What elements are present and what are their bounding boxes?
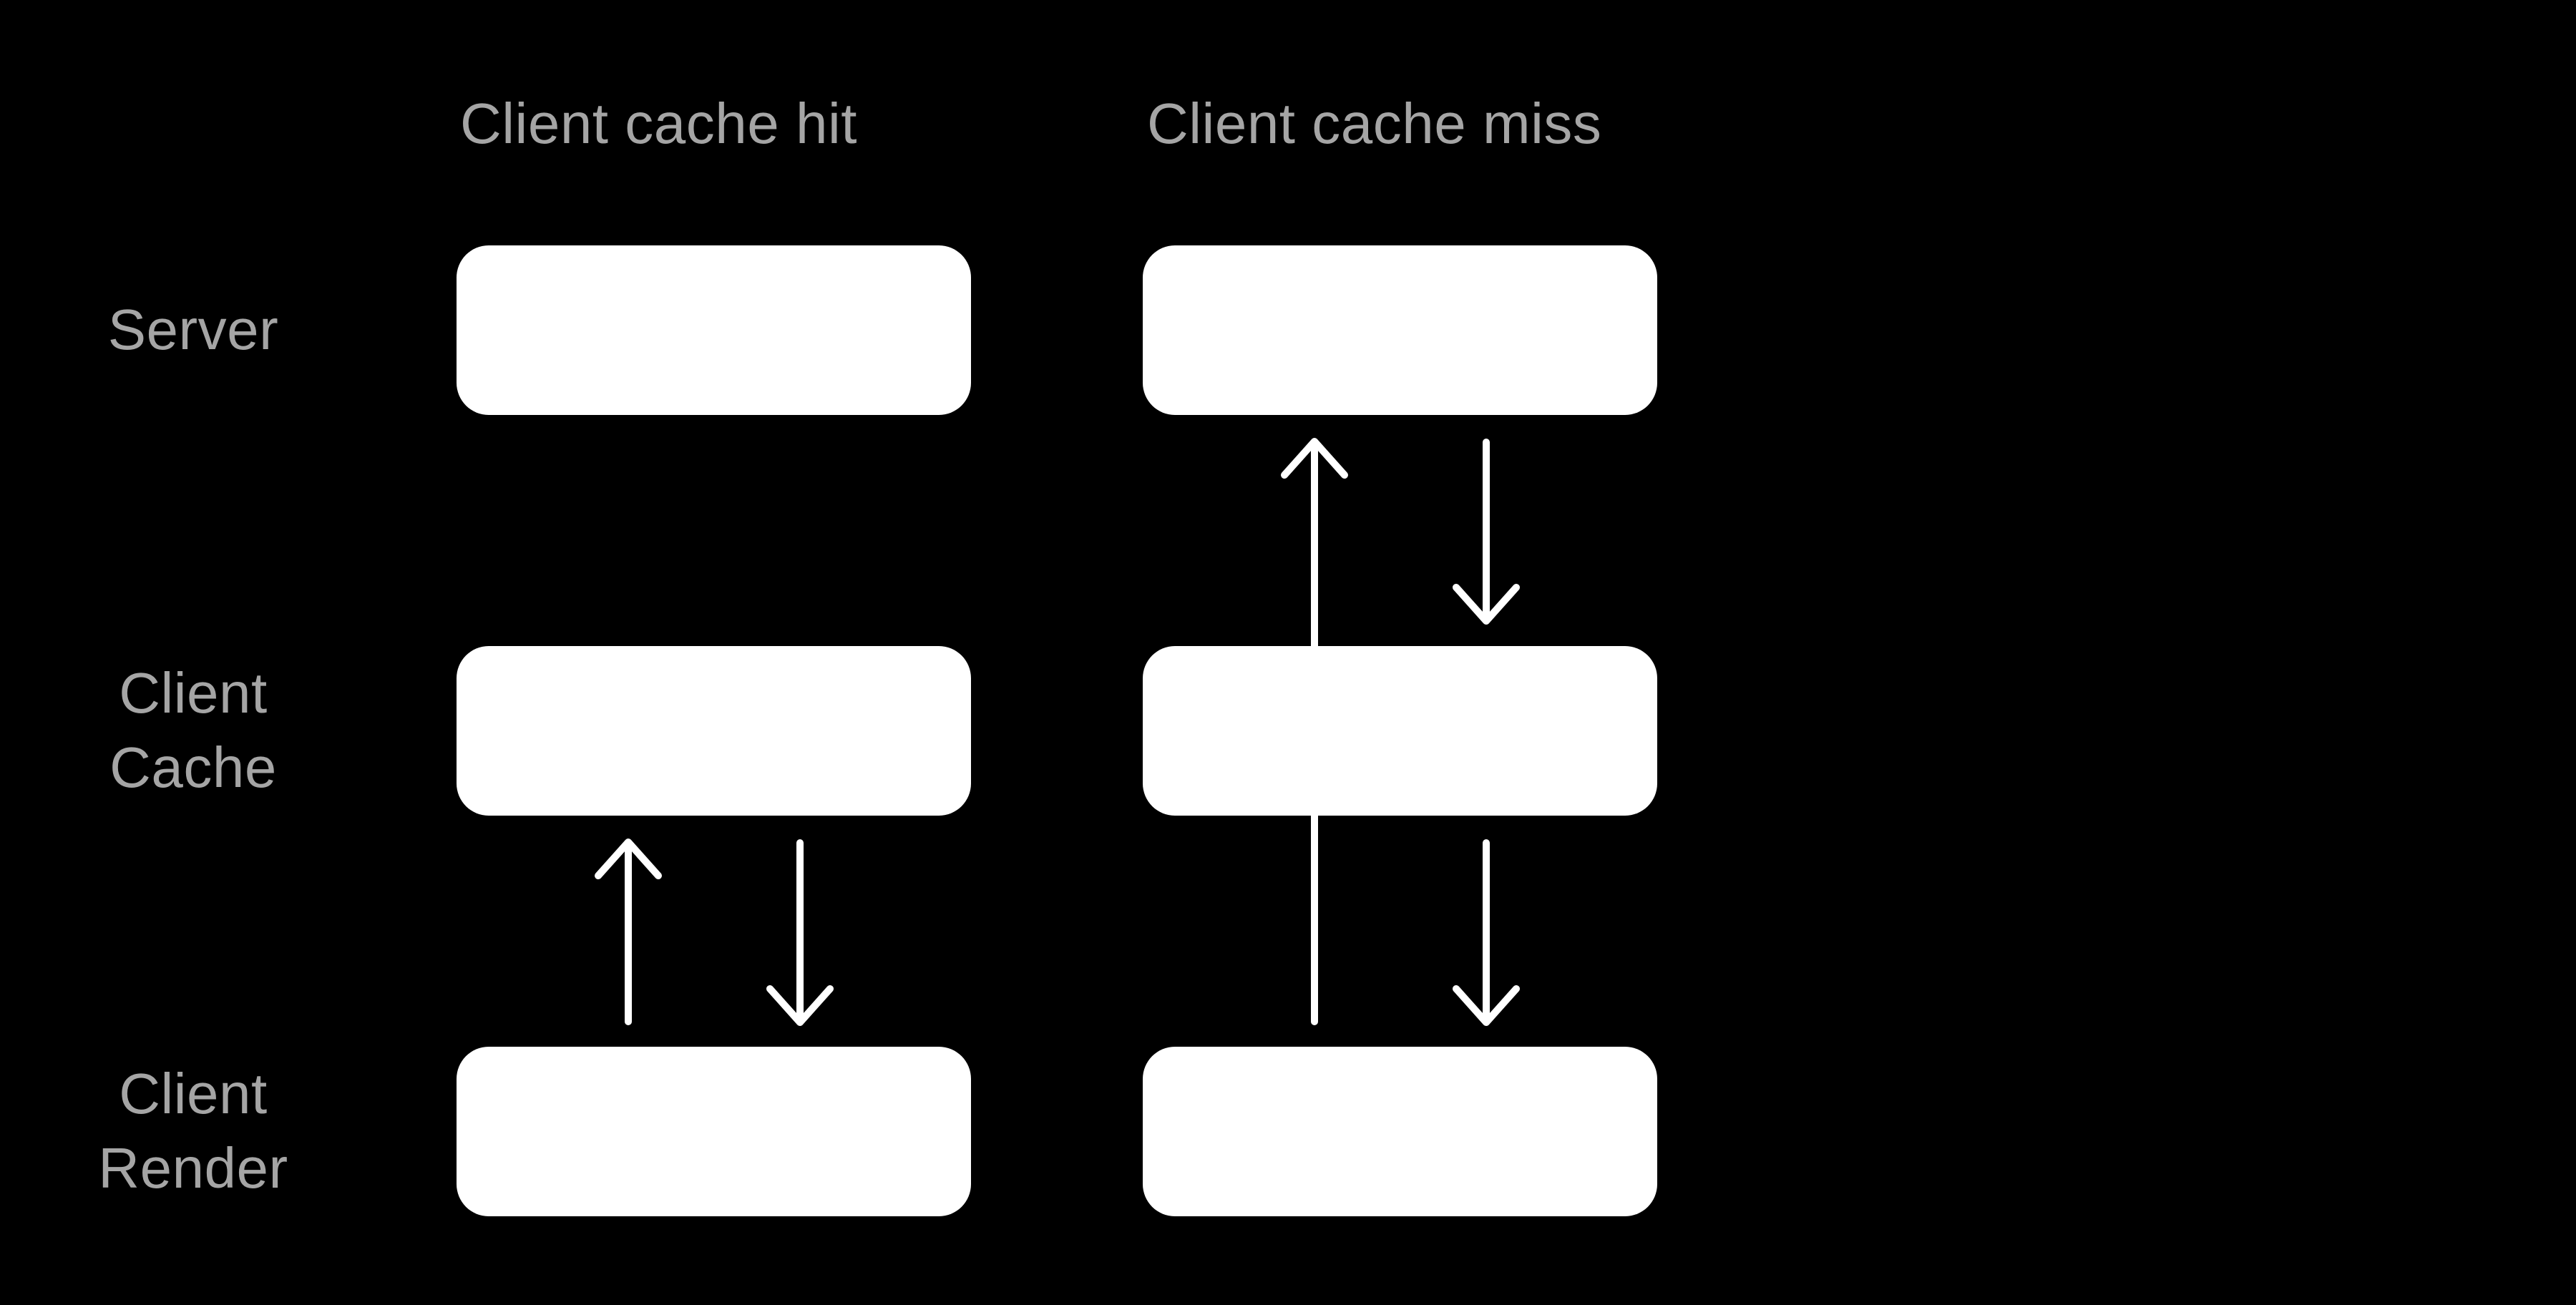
box-hit-client-cache — [457, 646, 971, 816]
box-hit-client-render — [457, 1047, 971, 1216]
column-header-client-cache-miss: Client cache miss — [1147, 92, 1602, 155]
arrow-miss-server-to-cache-down — [1453, 439, 1520, 625]
arrow-hit-render-to-cache-up — [595, 839, 662, 1025]
row-label-server: Server — [107, 298, 279, 361]
arrow-miss-cache-to-render-down — [1453, 839, 1520, 1026]
row-label-client-cache: Client Cache — [109, 661, 277, 799]
box-miss-client-render — [1143, 1047, 1657, 1216]
arrow-hit-cache-to-render-down — [766, 839, 834, 1026]
box-miss-client-cache — [1143, 646, 1657, 816]
row-label-client-render: Client Render — [98, 1062, 288, 1200]
column-header-client-cache-hit: Client cache hit — [460, 92, 857, 155]
box-hit-server — [457, 245, 971, 415]
box-miss-server — [1143, 245, 1657, 415]
